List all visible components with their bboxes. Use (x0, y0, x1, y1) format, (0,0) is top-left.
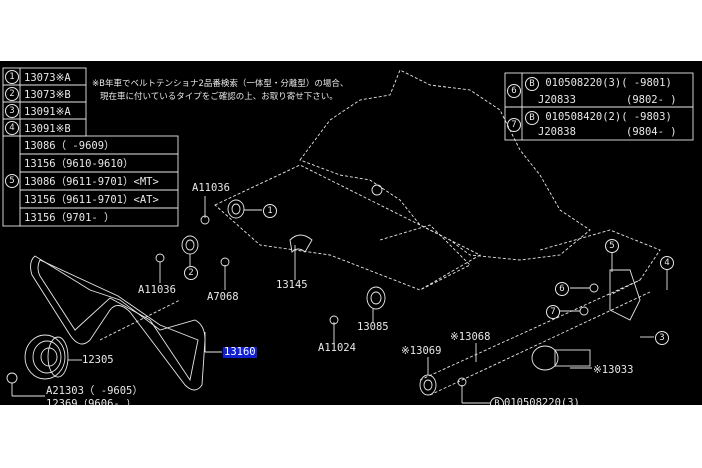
crank-pulley-12305 (24, 334, 82, 380)
label-a11024[interactable]: A11024 (318, 342, 356, 354)
left-table-grid (2, 67, 179, 227)
diagram-canvas (0, 61, 702, 405)
table-row-part: 13091※B (24, 123, 71, 135)
label-13068[interactable]: ※13068 (450, 331, 491, 343)
table-row-part: J20838 (538, 126, 576, 138)
engine-block-outline (99, 69, 661, 396)
label-a11036-bottom[interactable]: A11036 (138, 284, 176, 296)
circle-2: 2 (5, 87, 19, 101)
label-12369[interactable]: 12369（9606- ） (46, 399, 137, 405)
callout-7: 7 (546, 305, 560, 319)
table-row-part: B 010508220(3)( -9801) (525, 77, 672, 91)
table-row-part: 13091※A (24, 106, 71, 118)
label-a7068[interactable]: A7068 (207, 291, 239, 303)
label-13033[interactable]: ※13033 (593, 364, 634, 376)
callout-6: 6 (555, 282, 569, 296)
label-a21303[interactable]: A21303（ -9605） (46, 385, 143, 397)
table-row-part: 13156（9610-9610） (24, 158, 134, 170)
circle-3: 3 (5, 104, 19, 118)
circle-1: 1 (5, 70, 19, 84)
label-13145[interactable]: 13145 (276, 279, 308, 291)
table-row-range: (9802- ) (626, 94, 677, 106)
note-line-1: ※B年車でベルトテンショナ2品番検索（一体型・分離型）の場合、 (92, 79, 349, 89)
label-13160-highlighted[interactable]: 13160 (223, 346, 257, 358)
label-a11036-top[interactable]: A11036 (192, 182, 230, 194)
table-row-part: B 010508420(2)( -9803) (525, 111, 672, 125)
callout-3: 3 (655, 331, 669, 345)
table-row-part: 13086（ -9609） (24, 140, 115, 152)
circle-7: 7 (507, 118, 521, 132)
callout-4: 4 (660, 256, 674, 270)
label-13069[interactable]: ※13069 (401, 345, 442, 357)
table-row-part: 13086（9611-9701）<MT> (24, 176, 159, 188)
callout-2: 2 (184, 266, 198, 280)
table-row-range: (9804- ) (626, 126, 677, 138)
callout-1: 1 (263, 204, 277, 218)
table-row-part: J20833 (538, 94, 576, 106)
label-12305[interactable]: 12305 (82, 354, 114, 366)
leader-lines (6, 196, 668, 404)
idler-pulleys (181, 184, 641, 396)
table-row-part: 13156（9701- ） (24, 212, 115, 224)
circle-6: 6 (507, 84, 521, 98)
table-row-part: 13156（9611-9701）<AT> (24, 194, 159, 206)
circle-4: 4 (5, 121, 19, 135)
drive-belt-13160 (30, 255, 206, 391)
callout-5: 5 (605, 239, 619, 253)
note-line-2: 現在車に付いているタイプをご確認の上、お取り寄せ下さい。 (100, 92, 338, 102)
right-table-grid (504, 72, 694, 141)
label-13085[interactable]: 13085 (357, 321, 389, 333)
table-row-part: 13073※A (24, 72, 71, 84)
table-row-part: 13073※B (24, 89, 71, 101)
circle-5: 5 (5, 174, 19, 188)
